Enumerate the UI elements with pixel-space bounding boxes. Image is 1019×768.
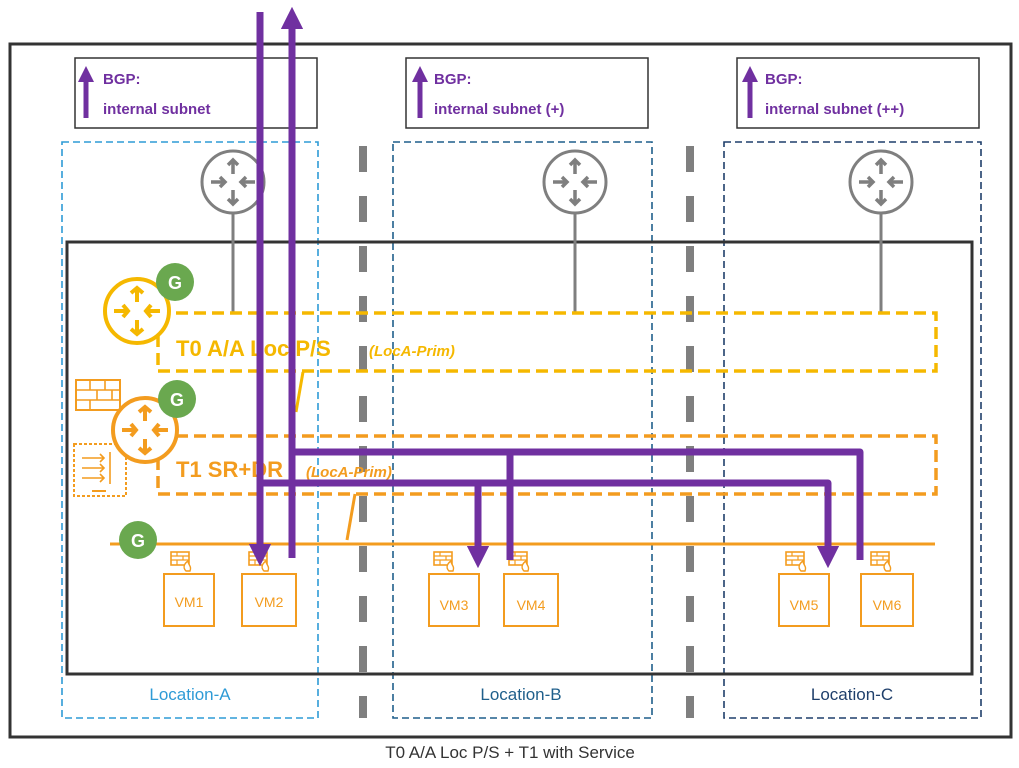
location-b-box bbox=[392, 141, 653, 719]
bgp-subnet: internal subnet (+) bbox=[434, 101, 564, 118]
vm-label: VM5 bbox=[790, 597, 819, 613]
vm-3: VM3 bbox=[428, 551, 480, 627]
vm-label: VM1 bbox=[175, 594, 204, 610]
bgp-box-a: BGP: internal subnet bbox=[74, 57, 318, 129]
vm-6: VM6 bbox=[860, 551, 914, 627]
vm-5: VM5 bbox=[778, 551, 830, 627]
bgp-subnet: internal subnet (++) bbox=[765, 101, 904, 118]
path-from-vm6 bbox=[510, 448, 864, 560]
t0-gateway-box bbox=[156, 311, 938, 373]
t0-mode: (LocA-Prim) bbox=[369, 343, 455, 360]
t1-router-icon bbox=[111, 396, 179, 464]
location-a-box bbox=[61, 141, 319, 719]
vm-label: VM6 bbox=[873, 597, 902, 613]
location-c-box bbox=[723, 141, 982, 719]
vm-label: VM4 bbox=[517, 597, 546, 613]
t0-t1-link bbox=[294, 371, 305, 413]
vm-firewall-icon bbox=[870, 551, 892, 572]
gateway-badge-icon: G bbox=[119, 521, 157, 559]
gateway-badge-icon: G bbox=[158, 380, 196, 418]
outer-frame bbox=[8, 42, 1013, 739]
vm-firewall-icon bbox=[785, 551, 807, 572]
t1-mode: (LocA-Prim) bbox=[306, 464, 392, 481]
vm-label: VM3 bbox=[440, 597, 469, 613]
diagram-caption: T0 A/A Loc P/S + T1 with Service bbox=[385, 743, 635, 762]
location-label-c: Location-C bbox=[811, 685, 893, 704]
t0-router-icon bbox=[103, 277, 171, 345]
path-to-vm5 bbox=[478, 479, 840, 569]
router-icon bbox=[200, 149, 266, 215]
vm-firewall-icon bbox=[433, 551, 455, 572]
bgp-title: BGP: bbox=[765, 71, 803, 88]
vm-4: VM4 bbox=[503, 551, 559, 627]
traffic-paths bbox=[248, 6, 864, 569]
router-icon bbox=[542, 149, 608, 215]
bgp-box-b: BGP: internal subnet (+) bbox=[405, 57, 649, 129]
t1-gateway-box bbox=[156, 434, 938, 496]
nsx-domain-frame bbox=[65, 240, 974, 676]
bgp-title: BGP: bbox=[434, 71, 472, 88]
bgp-subnet: internal subnet bbox=[103, 101, 211, 118]
t1-segment-link bbox=[345, 493, 357, 541]
svg-text:G: G bbox=[170, 390, 184, 410]
bgp-box-c: BGP: internal subnet (++) bbox=[736, 57, 980, 129]
svg-text:G: G bbox=[131, 531, 145, 551]
vm-1: VM1 bbox=[163, 551, 215, 627]
vm-2: VM2 bbox=[241, 551, 297, 627]
svg-text:G: G bbox=[168, 273, 182, 293]
location-label-b: Location-B bbox=[480, 685, 561, 704]
t1-label: T1 SR+DR bbox=[176, 457, 283, 482]
vm-firewall-icon bbox=[170, 551, 192, 572]
nat-icon bbox=[73, 443, 127, 497]
bgp-title: BGP: bbox=[103, 71, 141, 88]
gateway-badge-icon: G bbox=[156, 263, 194, 301]
vm-label: VM2 bbox=[255, 594, 284, 610]
firewall-icon bbox=[75, 379, 121, 411]
router-icon bbox=[848, 149, 914, 215]
location-label-a: Location-A bbox=[149, 685, 231, 704]
t0-label: T0 A/A Loc P/S bbox=[176, 336, 331, 361]
